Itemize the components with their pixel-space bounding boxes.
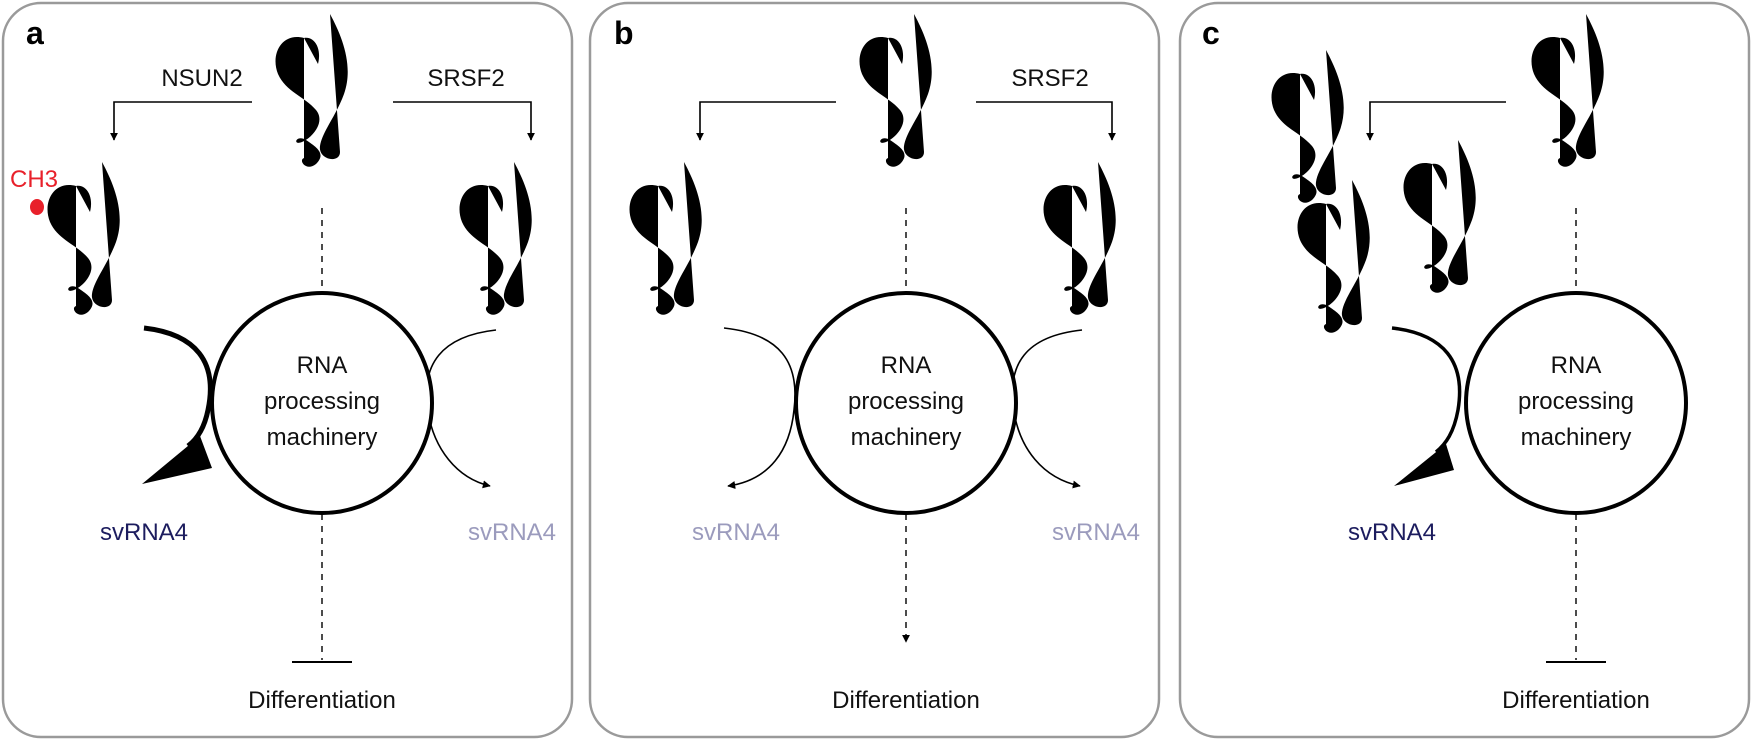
panel-b-left-arc xyxy=(723,327,796,489)
panel-b-bottom-label: Differentiation xyxy=(832,687,980,714)
panel-a-circle-line-2: processing xyxy=(264,388,380,415)
panel-a-left-branch-arrow xyxy=(110,101,252,141)
panel-a-methyl-label: CH3 xyxy=(10,166,58,193)
panel-c-left-arc xyxy=(1391,326,1462,454)
panel-b-circle-line-1: RNA xyxy=(881,352,932,379)
panel-c-circle-line-3: machinery xyxy=(1521,424,1632,451)
panel-a-right-product: svRNA4 xyxy=(468,519,556,546)
panel-b-right-product: svRNA4 xyxy=(1052,519,1140,546)
panel-b-right-branch-arrow xyxy=(976,101,1116,141)
panel-a-circle-line-3: machinery xyxy=(267,424,378,451)
panel-b-letter: b xyxy=(614,15,634,51)
panel-a-right-enzyme: SRSF2 xyxy=(427,65,504,92)
panel-a-left-product: svRNA4 xyxy=(100,519,188,546)
panel-a-methyl-dot-icon xyxy=(30,199,44,215)
panel-c-letter: c xyxy=(1202,15,1220,51)
panel-a-machinery-circle xyxy=(210,291,434,515)
panel-c-bottom-label: Differentiation xyxy=(1502,687,1650,714)
panel-b-right-enzyme: SRSF2 xyxy=(1011,65,1088,92)
panel-a-right-branch-arrow xyxy=(393,101,535,141)
panel-b-left-branch-arrow xyxy=(696,101,836,141)
panel-a-left-arrowhead-icon xyxy=(142,436,212,484)
panel-b-machinery-circle xyxy=(794,291,1018,515)
panel-c-left-product: svRNA4 xyxy=(1348,519,1436,546)
panel-a-left-enzyme: NSUN2 xyxy=(161,65,242,92)
panel-b-left-product: svRNA4 xyxy=(692,519,780,546)
panel-c-left-arrowhead-icon xyxy=(1394,444,1454,486)
panel-b: b SRSF2 RNA processing machinery svRNA4 … xyxy=(588,1,1161,739)
panel-a-bottom-label: Differentiation xyxy=(248,687,396,714)
panel-c-circle-line-1: RNA xyxy=(1551,352,1602,379)
panel-a-letter: a xyxy=(26,15,44,51)
panel-a-circle-line-1: RNA xyxy=(297,352,348,379)
panel-c-machinery-circle xyxy=(1464,291,1688,515)
panel-c-left-branch-arrow xyxy=(1366,101,1506,141)
panel-b-circle-line-2: processing xyxy=(848,388,964,415)
panel-b-circle-line-3: machinery xyxy=(851,424,962,451)
panel-c-circle-line-2: processing xyxy=(1518,388,1634,415)
panel-a: a NSUN2 SRSF2 CH3 RNA processing machine… xyxy=(1,1,574,739)
panel-c: c RNA processing machinery svRNA4 Differ… xyxy=(1178,1,1751,739)
panel-a-left-arc xyxy=(143,325,213,448)
